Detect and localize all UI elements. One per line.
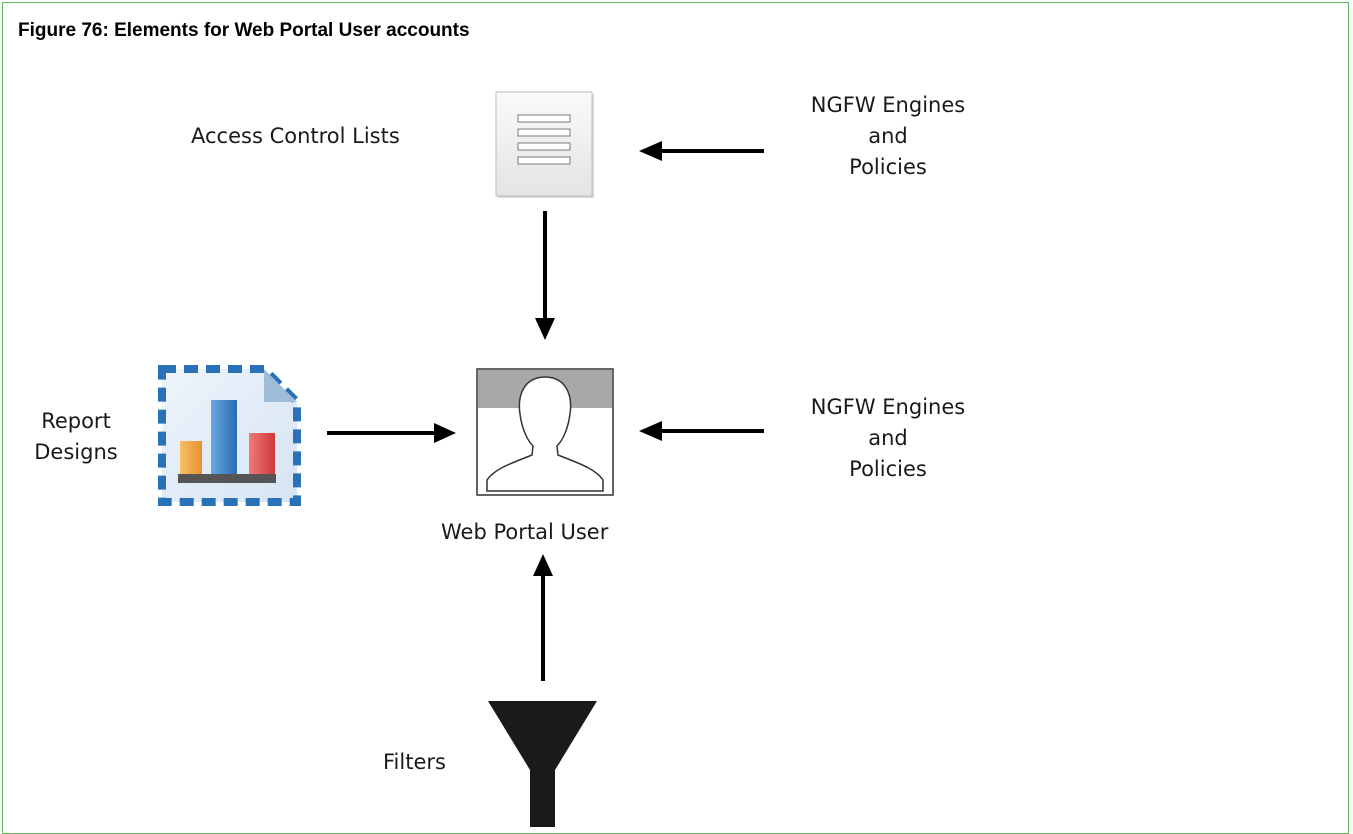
report-designs-line2: Designs xyxy=(34,440,118,464)
filters-label: Filters xyxy=(383,750,446,774)
ngfw-top-line3: Policies xyxy=(849,155,927,179)
ngfw-right-label: NGFW Engines and Policies xyxy=(768,392,1008,485)
arrow-ngfw-right-to-user xyxy=(639,421,764,441)
funnel-icon xyxy=(488,701,597,827)
ngfw-right-line2: and xyxy=(868,426,908,450)
ngfw-top-label: NGFW Engines and Policies xyxy=(768,90,1008,183)
document-list-icon xyxy=(495,91,594,198)
ngfw-top-line2: and xyxy=(868,124,908,148)
web-portal-user-label: Web Portal User xyxy=(441,520,609,544)
arrow-filters-to-user xyxy=(533,554,553,681)
user-silhouette-icon xyxy=(476,368,614,496)
report-designs-label: Report Designs xyxy=(20,406,132,468)
arrow-ngfw-top-to-acl xyxy=(639,141,764,161)
ngfw-top-line1: NGFW Engines xyxy=(810,93,966,117)
access-control-lists-label: Access Control Lists xyxy=(191,124,400,148)
report-chart-icon xyxy=(158,365,301,506)
figure-caption: Figure 76: Elements for Web Portal User … xyxy=(18,20,470,41)
ngfw-right-line3: Policies xyxy=(849,457,927,481)
arrow-acl-to-user xyxy=(535,211,555,340)
arrow-report-to-user xyxy=(327,423,456,443)
ngfw-right-line1: NGFW Engines xyxy=(810,395,966,419)
report-designs-line1: Report xyxy=(41,409,111,433)
